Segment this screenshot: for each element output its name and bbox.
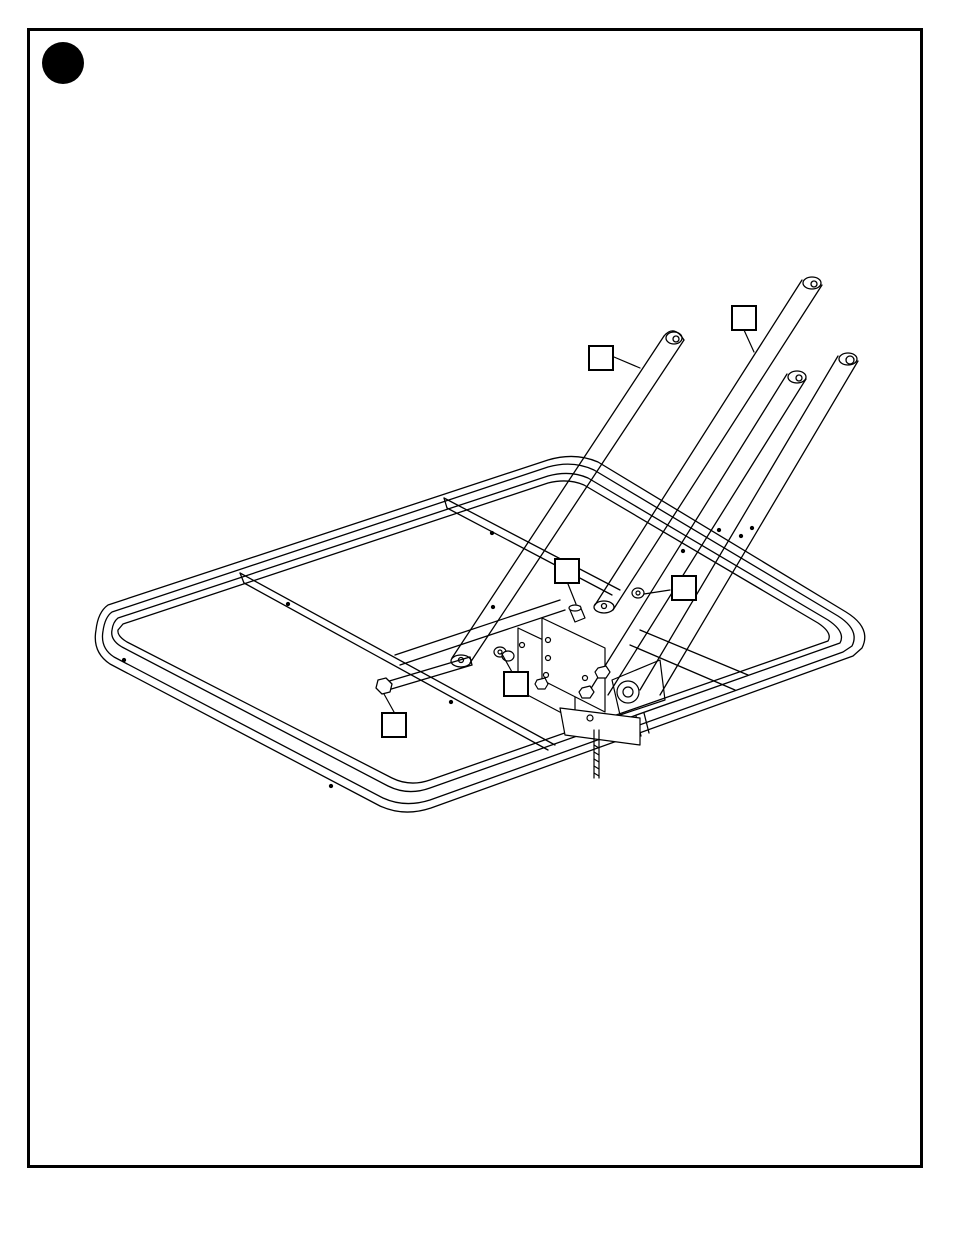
callout-box-spacer [554, 558, 580, 584]
tube-tall [594, 277, 822, 613]
callout-box-upper-right-tube [731, 305, 757, 331]
tube-middle [590, 371, 806, 695]
callout-box-washer-pair [503, 671, 529, 697]
long-bolt [376, 657, 472, 694]
callout-box-upper-left-tube [588, 345, 614, 371]
callout-box-bolt [381, 712, 407, 738]
frame-rim [95, 456, 865, 812]
tube-left [451, 331, 684, 667]
callout-box-nut [671, 575, 697, 601]
mounting-brackets [518, 618, 665, 778]
